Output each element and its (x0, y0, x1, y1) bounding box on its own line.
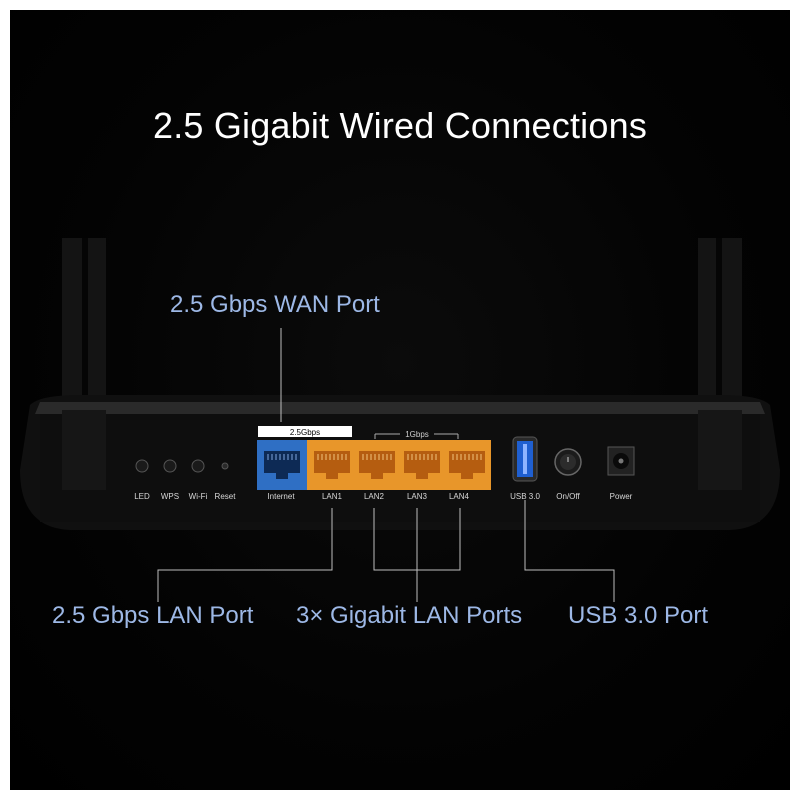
port-label-8: Power (610, 492, 633, 501)
button-label-4: Reset (215, 492, 237, 501)
usb-port[interactable] (512, 436, 538, 482)
port-label-5: LAN4 (449, 492, 470, 501)
power-switch[interactable] (554, 448, 582, 476)
port-label-4: LAN3 (407, 492, 428, 501)
wan-port-callout: 2.5 Gbps WAN Port (170, 291, 380, 318)
button-row (135, 459, 229, 473)
port-label-6: USB 3.0 (510, 492, 540, 501)
reset-pinhole[interactable] (221, 462, 229, 470)
lan-port-2[interactable] (359, 451, 395, 479)
gigabit-lan-callout: 3× Gigabit LAN Ports (296, 602, 523, 629)
button-label-3: Wi-Fi (189, 492, 208, 501)
product-banner: 2.5Gbps 1Gbps (10, 10, 790, 790)
wan-speed-label-bg (258, 426, 352, 437)
led-button[interactable] (135, 459, 149, 473)
callout-lines (157, 328, 615, 602)
button-label-1: LED (134, 492, 150, 501)
port-label-2: LAN1 (322, 492, 343, 501)
button-label-2: WPS (161, 492, 179, 501)
lan-speed-label: 1Gbps (405, 430, 429, 439)
internet-port[interactable] (257, 440, 307, 490)
lan-port-4[interactable] (449, 451, 485, 479)
port-label-7: On/Off (556, 492, 580, 501)
lan-port-callout: 2.5 Gbps LAN Port (52, 602, 254, 629)
page-title: 2.5 Gigabit Wired Connections (152, 105, 648, 146)
wps-button[interactable] (163, 459, 177, 473)
port-label-3: LAN2 (364, 492, 385, 501)
port-label-1: Internet (267, 492, 295, 501)
wan-speed-label: 2.5Gbps (290, 428, 320, 437)
power-jack[interactable] (607, 446, 635, 476)
lan-port-1[interactable] (314, 451, 350, 479)
lan-port-3[interactable] (404, 451, 440, 479)
wifi-button[interactable] (191, 459, 205, 473)
router-illustration: 2.5Gbps 1Gbps (20, 238, 780, 602)
usb-port-callout: USB 3.0 Port (568, 602, 709, 629)
